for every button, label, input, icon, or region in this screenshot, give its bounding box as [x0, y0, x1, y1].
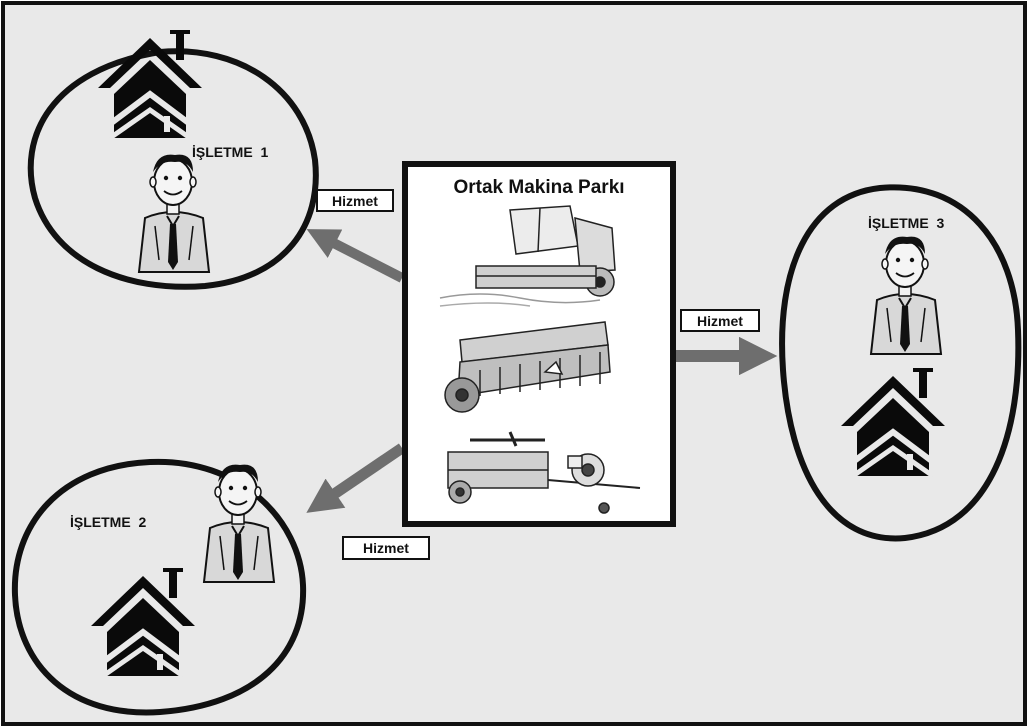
machinery-park: Ortak Makina Parkı — [402, 161, 676, 527]
farm-3: İŞLETME 3 — [779, 184, 1022, 542]
service-label-3: Hizmet — [680, 309, 760, 332]
seed-drill-icon — [444, 321, 611, 413]
service-label-1-text: Hizmet — [332, 193, 378, 209]
service-arrows — [306, 229, 778, 513]
farm-3-label: İŞLETME 3 — [868, 215, 944, 231]
service-label-1: Hizmet — [316, 189, 394, 212]
service-label-3-text: Hizmet — [697, 313, 743, 329]
service-label-2-text: Hizmet — [363, 540, 409, 556]
farm-2: İŞLETME 2 — [11, 458, 307, 716]
farm-3-outline — [779, 184, 1022, 542]
machinery-park-title: Ortak Makina Parkı — [453, 177, 624, 198]
combine-harvester-icon — [439, 205, 616, 307]
arrow-to-farm-2 — [306, 443, 406, 513]
baler-icon — [447, 431, 641, 514]
arrow-to-farm-1 — [306, 229, 405, 283]
farm-1-label: İŞLETME 1 — [192, 144, 268, 160]
service-label-2: Hizmet — [342, 536, 430, 560]
farm-2-label: İŞLETME 2 — [70, 514, 146, 530]
farm-1: İŞLETME 1 — [27, 30, 319, 290]
